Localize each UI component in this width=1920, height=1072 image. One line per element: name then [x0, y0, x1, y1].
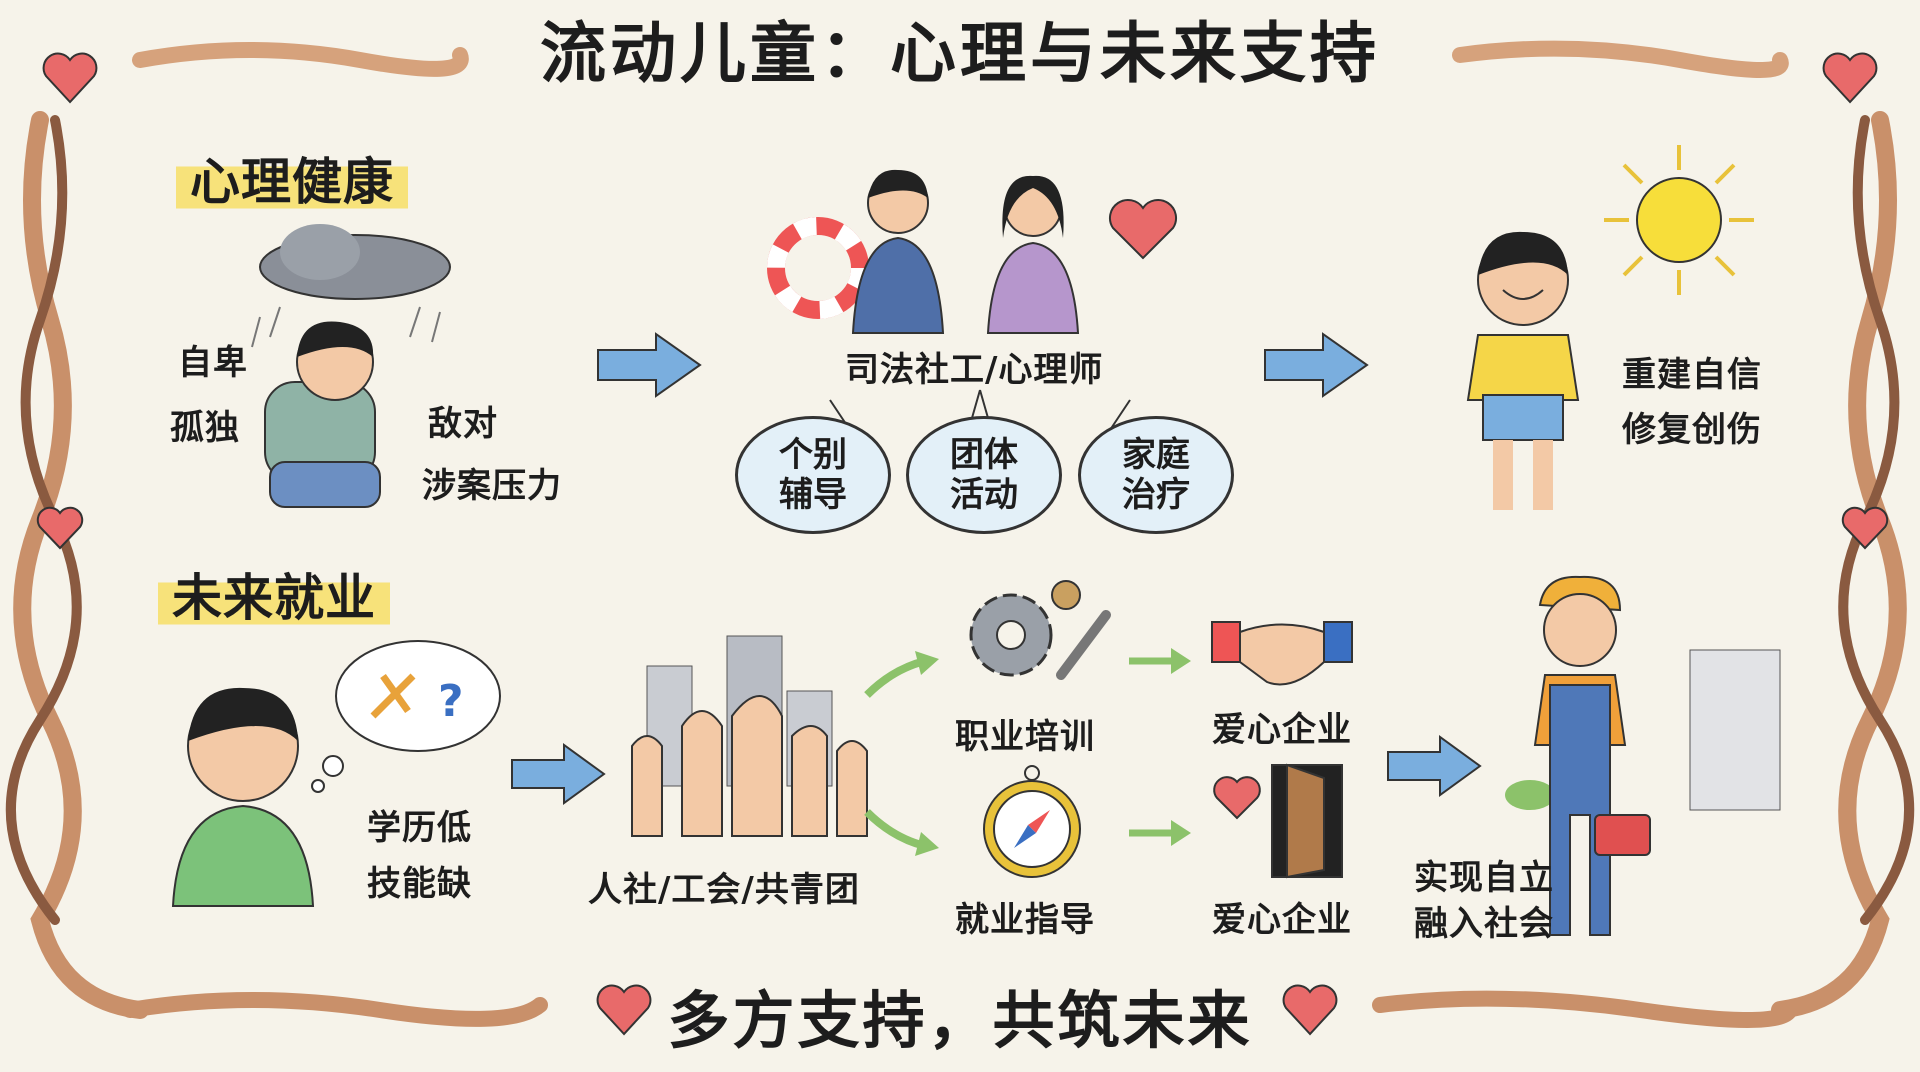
problem-label: 涉案压力	[422, 466, 562, 506]
arrow-up-right-icon	[864, 651, 939, 698]
arrow-right-icon	[1129, 648, 1191, 674]
method-label: 个别	[779, 435, 847, 475]
page-title: 流动儿童：心理与未来支持	[540, 15, 1380, 92]
problem-label: 自卑	[178, 343, 248, 383]
arrow-right-icon	[1129, 820, 1191, 846]
svg-text:?: ?	[438, 676, 464, 727]
partner-label: 爱心企业	[1212, 710, 1352, 750]
method-label: 团体	[950, 435, 1018, 475]
method-bubble-family-therapy: 家庭治疗	[1078, 416, 1234, 534]
heart-icon	[596, 984, 652, 1036]
heart-icon	[42, 52, 98, 104]
arrow-down-right-icon	[864, 809, 939, 856]
partner-label: 爱心企业	[1212, 900, 1352, 940]
heart-icon	[1282, 984, 1338, 1036]
happy-child-illustration	[1466, 231, 1580, 510]
method-label: 家庭	[1122, 435, 1190, 475]
problem-label: 学历低	[367, 808, 472, 848]
heart-icon	[1822, 52, 1878, 104]
problem-label: 技能缺	[367, 864, 472, 904]
social-worker-psychologist-illustration	[767, 169, 1178, 334]
section-heading-mental-health: 心理健康	[176, 140, 408, 216]
gear-wrench-icon	[969, 580, 1111, 680]
heart-icon	[1841, 506, 1889, 550]
arrow-right-icon	[1387, 735, 1482, 797]
outcome-label: 实现自立	[1414, 858, 1554, 898]
method-label: 辅导	[779, 475, 847, 515]
footer-slogan: 多方支持，共筑未来	[667, 984, 1253, 1057]
arrow-right-icon	[1264, 332, 1369, 398]
rain-cloud-sad-child-illustration	[251, 224, 451, 508]
service-label: 就业指导	[955, 900, 1095, 940]
problem-label: 敌对	[428, 404, 498, 444]
helpers-label: 司法社工/心理师	[845, 350, 1104, 390]
heart-icon	[36, 506, 84, 550]
compass-icon	[983, 765, 1081, 878]
connector-lines	[829, 389, 1131, 431]
arrow-right-icon	[511, 743, 606, 805]
method-label: 活动	[950, 475, 1018, 515]
worker-with-toolbox-illustration	[1505, 575, 1781, 936]
method-label: 治疗	[1122, 475, 1190, 515]
outcome-label: 修复创伤	[1622, 410, 1762, 450]
worried-boy-illustration: ?	[171, 640, 501, 907]
method-bubble-individual-counseling: 个别辅导	[735, 416, 891, 534]
handshake-icon	[1211, 621, 1353, 686]
service-label: 职业培训	[955, 717, 1095, 757]
arrow-right-icon	[597, 332, 702, 398]
sun-icon	[1604, 145, 1754, 295]
organizations-label: 人社/工会/共青团	[588, 870, 860, 910]
section-heading-employment: 未来就业	[158, 556, 390, 632]
outcome-label: 融入社会	[1414, 904, 1554, 944]
heart-open-door-icon	[1213, 763, 1343, 879]
outcome-label: 重建自信	[1622, 355, 1762, 395]
raised-hands-city-illustration	[631, 635, 868, 837]
method-bubble-group-activities: 团体活动	[906, 416, 1062, 534]
problem-label: 孤独	[170, 408, 240, 448]
